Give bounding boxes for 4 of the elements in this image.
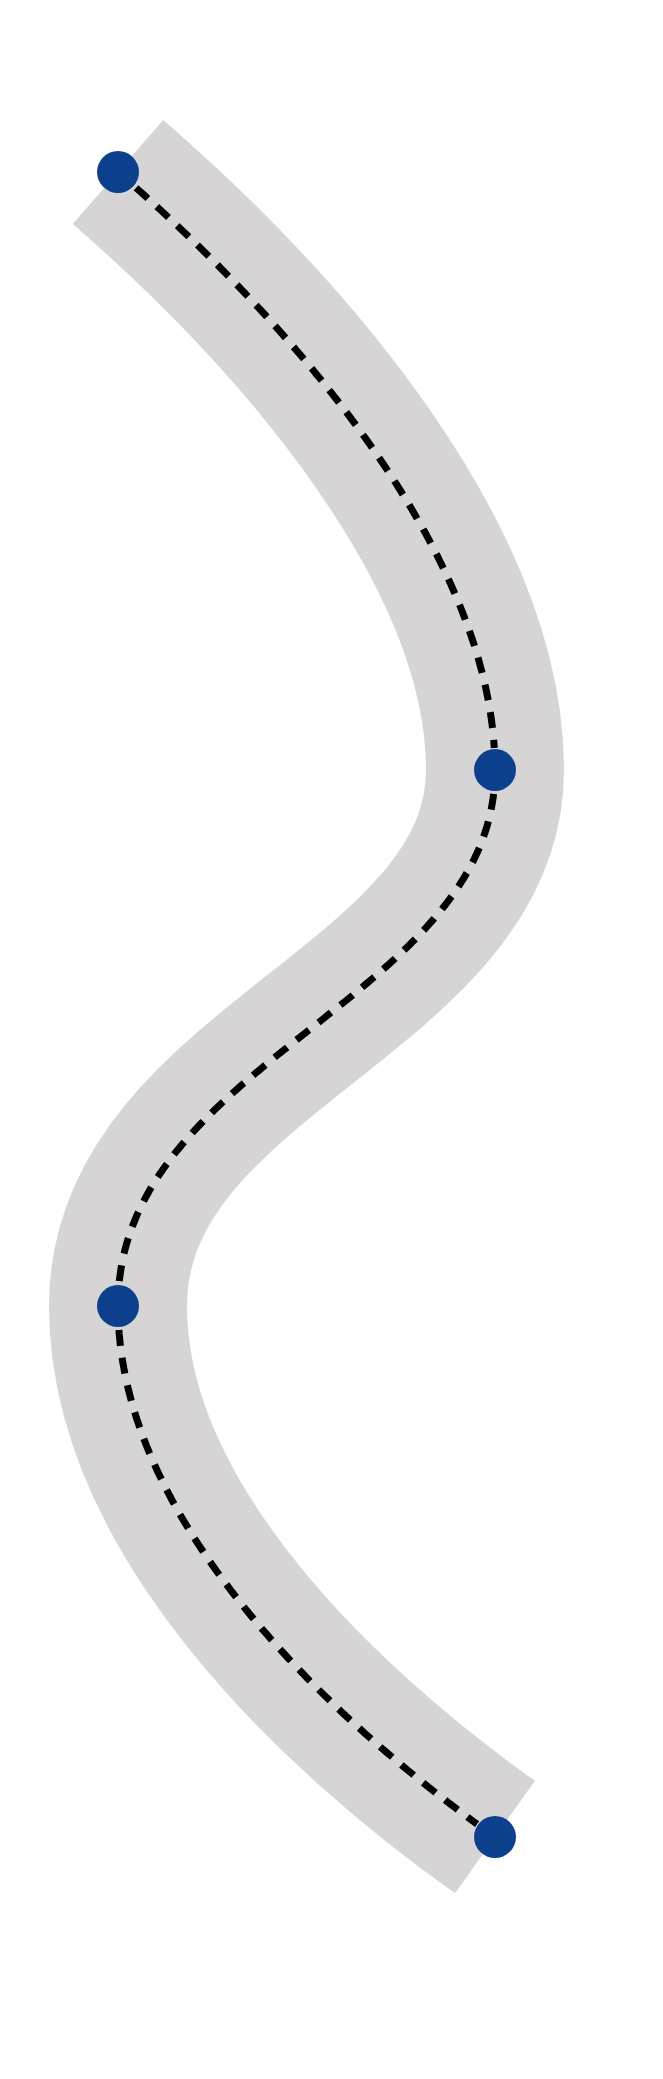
- dashed-route-line: [115, 793, 498, 1282]
- dashed-route-line: [115, 1329, 480, 1827]
- dashed-route-line: [133, 185, 498, 749]
- waypoint-circle: [97, 151, 139, 193]
